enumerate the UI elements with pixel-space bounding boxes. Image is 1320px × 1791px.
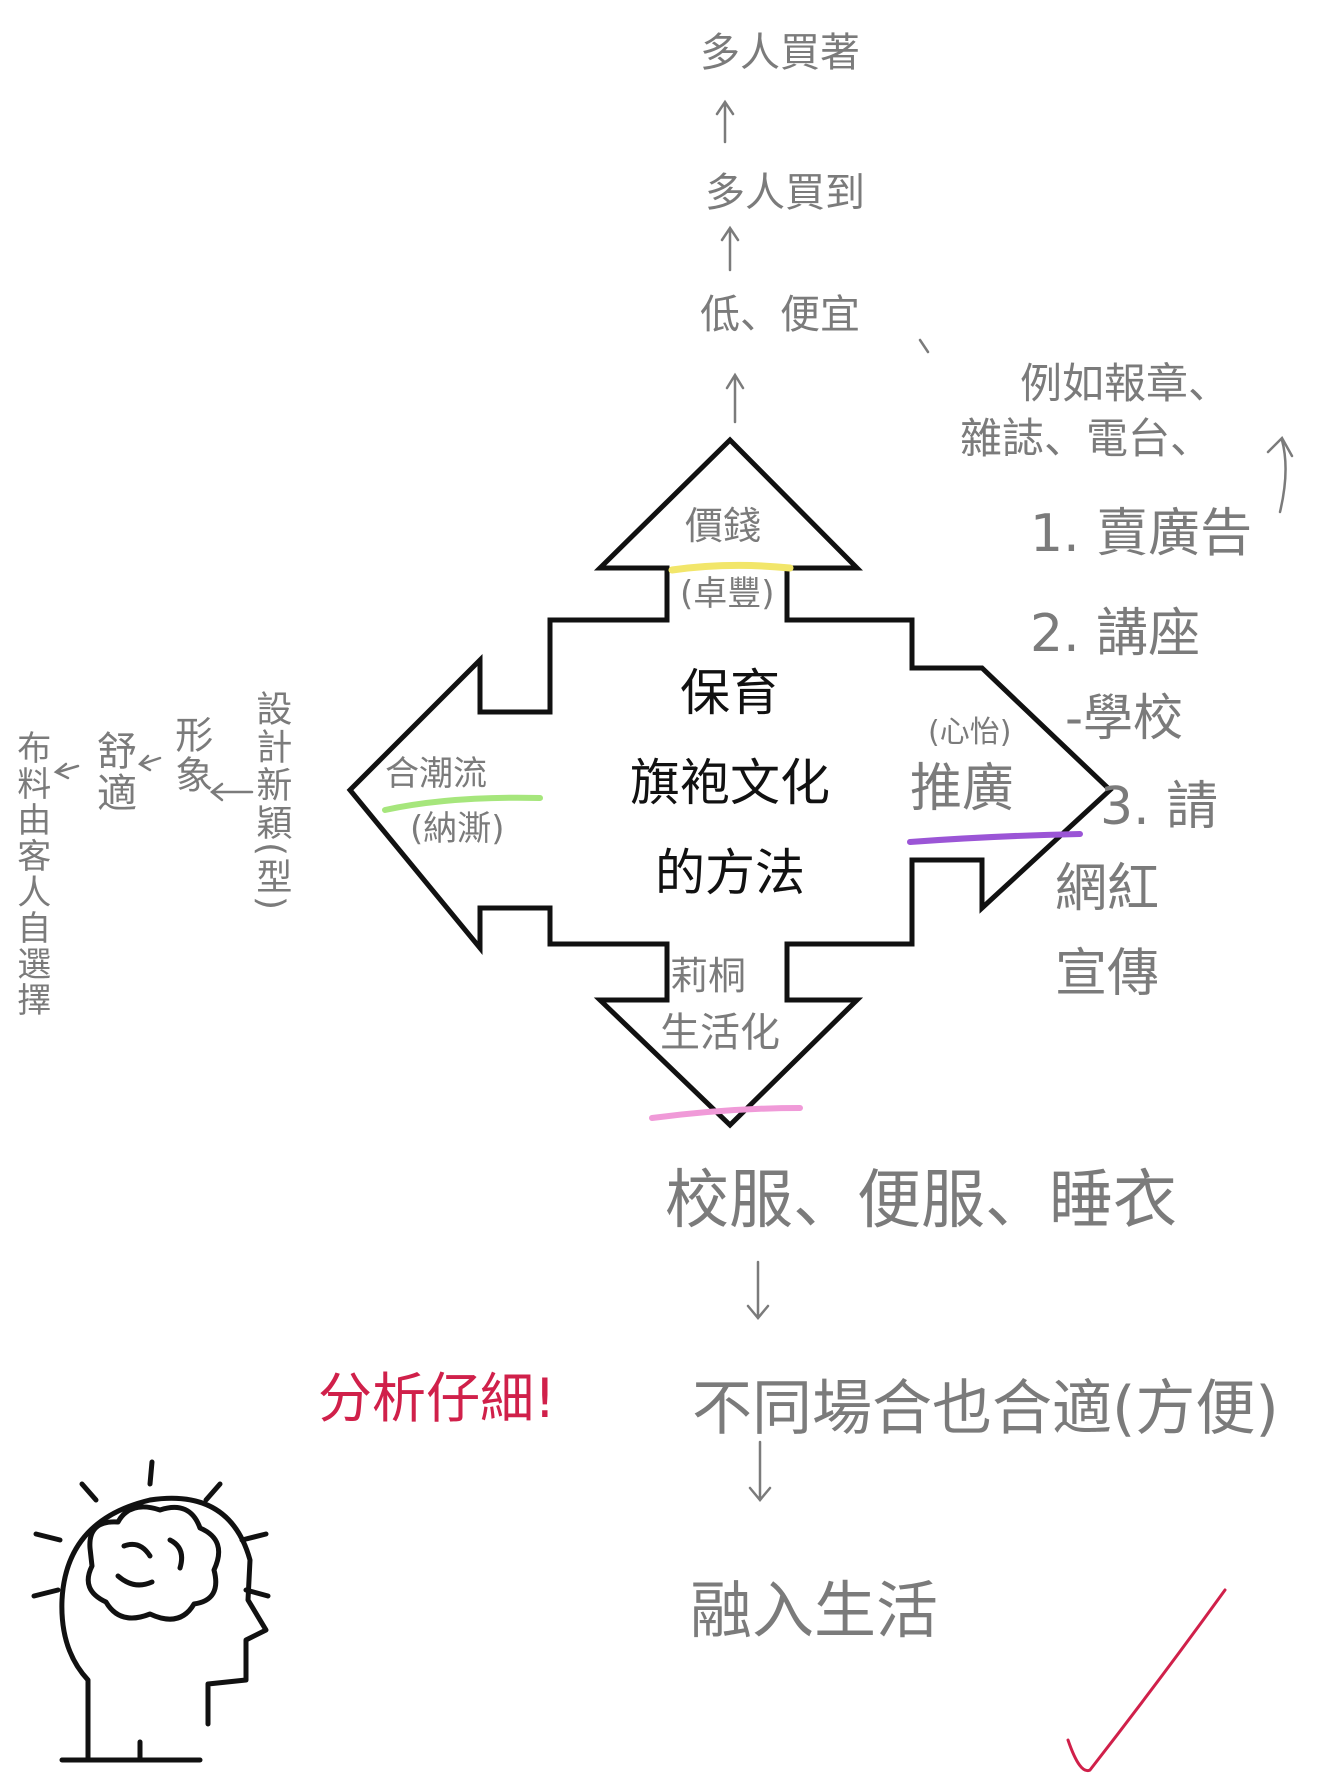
right-arrow-label: 推廣 bbox=[910, 759, 1015, 819]
right-chain-arrow bbox=[1266, 435, 1294, 514]
left-chain-2: 形象 bbox=[168, 715, 213, 795]
left-chain-4: 布料由客人自選擇 bbox=[10, 730, 51, 1018]
up-arrow-label: 價錢 bbox=[685, 504, 762, 548]
down-arrow-label-top: 莉桐 bbox=[670, 954, 747, 998]
right-example-2: 雜誌、電台、 bbox=[960, 414, 1213, 463]
highlight-yellow bbox=[668, 561, 794, 574]
up-chain-arrows bbox=[715, 99, 930, 424]
right-item-2: 2. 講座 bbox=[1030, 604, 1201, 664]
four-way-arrow-outline bbox=[346, 436, 1114, 1129]
left-chain-3: 舒適 bbox=[90, 730, 136, 814]
down-chain-1: 校服、便服、睡衣 bbox=[665, 1164, 1177, 1238]
down-arrow-label: 生活化 bbox=[660, 1010, 780, 1056]
up-chain-1: 低、便宜 bbox=[700, 292, 860, 338]
right-item-6: 宣傳 bbox=[1055, 944, 1160, 1004]
right-item-1: 1. 賣廣告 bbox=[1030, 504, 1253, 564]
center-title: 保育 旗袍文化 的方法 bbox=[590, 648, 870, 918]
left-arrow-label: 合潮流 bbox=[385, 754, 487, 794]
center-title-line1: 保育 bbox=[680, 664, 780, 722]
left-chain-arrows bbox=[53, 754, 254, 802]
center-title-line3: 的方法 bbox=[655, 844, 805, 902]
left-chain-1: 設計新穎(型) bbox=[250, 690, 292, 913]
teacher-comment: 分析仔細! bbox=[318, 1367, 556, 1430]
up-arrow-sub: (卓豐) bbox=[680, 574, 775, 614]
up-chain-3: 多人買著 bbox=[700, 30, 860, 76]
right-arrow-sub: (心怡) bbox=[928, 715, 1012, 750]
up-chain-2: 多人買到 bbox=[705, 170, 865, 216]
left-arrow-sub: (納澌) bbox=[410, 809, 505, 849]
down-chain-3: 融入生活 bbox=[690, 1574, 939, 1647]
highlight-pink bbox=[649, 1105, 803, 1121]
down-chain-arrows bbox=[746, 1260, 772, 1502]
brain-head-icon bbox=[31, 1459, 271, 1763]
right-item-5: 網紅 bbox=[1055, 859, 1160, 919]
check-mark-icon bbox=[1066, 1588, 1227, 1773]
right-example-1: 例如報章、 bbox=[1020, 359, 1231, 408]
center-title-line2: 旗袍文化 bbox=[630, 754, 830, 812]
right-item-4: 3. 請 bbox=[1100, 777, 1219, 837]
highlight-purple bbox=[907, 831, 1083, 845]
down-chain-2: 不同場合也合適(方便) bbox=[692, 1374, 1279, 1444]
highlight-green bbox=[382, 794, 543, 813]
right-item-3: -學校 bbox=[1065, 689, 1184, 747]
